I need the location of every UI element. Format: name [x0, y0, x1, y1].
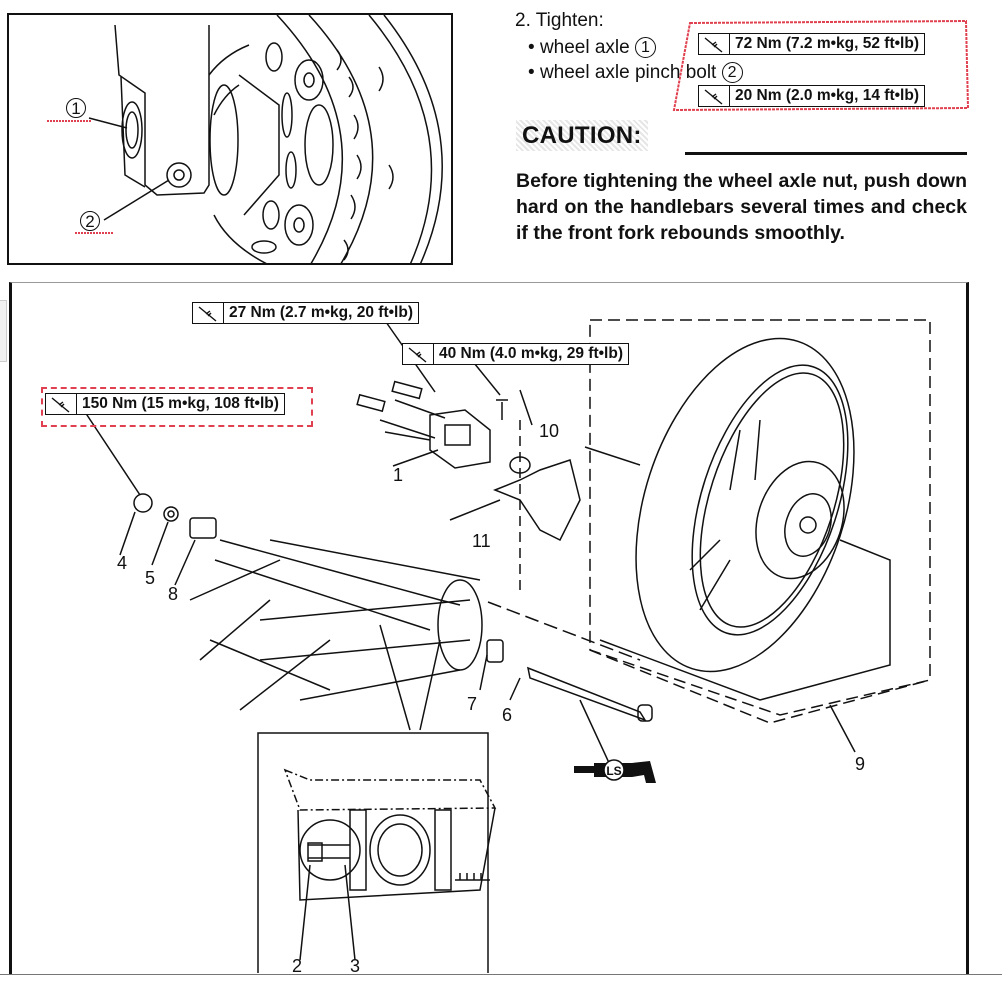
part-number-9: 9	[855, 754, 866, 774]
torque-spec-bracket-bolt: 40 Nm (4.0 m•kg, 29 ft•lb)	[402, 343, 629, 365]
item-label: wheel axle pinch bolt	[539, 62, 717, 83]
torque-spec-axle-nut: 150 Nm (15 m•kg, 108 ft•lb)	[45, 393, 285, 415]
detail-number-2: 2	[292, 956, 303, 976]
part-number-5: 5	[145, 568, 156, 588]
torque-wrench-icon	[46, 394, 77, 414]
step-heading: 2. Tighten:	[515, 10, 604, 31]
grease-label: LS	[606, 764, 621, 778]
red-highlight-outline	[672, 19, 970, 112]
caution-heading: CAUTION:	[516, 120, 648, 151]
part-number-10: 10	[539, 421, 560, 441]
rear-wheel-exploded-view	[9, 282, 969, 974]
part-number-6: 6	[502, 705, 513, 725]
front-axle-drawing	[47, 15, 443, 263]
caution-rule	[685, 152, 967, 155]
torque-value: 150 Nm (15 m•kg, 108 ft•lb)	[82, 395, 279, 412]
page-edge-tab	[0, 300, 7, 362]
torque-spec-wheel-axle: 72 Nm (7.2 m•kg, 52 ft•lb)	[698, 33, 925, 55]
part-number-11: 11	[472, 531, 491, 551]
lithium-soap-grease-icon: LS	[572, 755, 662, 790]
torque-spec-pinch-bolt: 20 Nm (2.0 m•kg, 14 ft•lb)	[698, 85, 925, 107]
list-item-wheel-axle: • wheel axle 1	[528, 37, 656, 59]
torque-value: 27 Nm (2.7 m•kg, 20 ft•lb)	[229, 304, 413, 321]
front-axle-figure: 1 2	[7, 13, 453, 265]
bullet: •	[528, 37, 535, 58]
bullet: •	[528, 62, 535, 83]
red-highlight-outline	[41, 387, 313, 427]
list-item-pinch-bolt: • wheel axle pinch bolt 2	[528, 62, 743, 84]
item-label: wheel axle	[539, 37, 630, 58]
callout-1: 1	[66, 98, 86, 118]
torque-wrench-icon	[193, 303, 224, 323]
caution-text: Before tightening the wheel axle nut, pu…	[516, 170, 967, 244]
torque-value: 20 Nm (2.0 m•kg, 14 ft•lb)	[735, 87, 919, 104]
part-number-4: 4	[117, 553, 128, 573]
callout-1: 1	[635, 37, 656, 59]
torque-wrench-icon	[403, 344, 434, 364]
part-number-1: 1	[393, 465, 404, 485]
part-number-7: 7	[467, 694, 478, 714]
torque-wrench-icon	[699, 34, 730, 54]
part-number-8: 8	[168, 584, 179, 604]
detail-number-3: 3	[350, 956, 361, 976]
page-bottom-rule	[0, 974, 1002, 975]
torque-value: 40 Nm (4.0 m•kg, 29 ft•lb)	[439, 345, 623, 362]
callout-2: 2	[80, 211, 100, 231]
torque-value: 72 Nm (7.2 m•kg, 52 ft•lb)	[735, 35, 919, 52]
caution-label: CAUTION:	[516, 120, 648, 151]
callout-2: 2	[721, 62, 743, 84]
torque-spec-caliper-bolt: 27 Nm (2.7 m•kg, 20 ft•lb)	[192, 302, 419, 324]
torque-wrench-icon	[699, 86, 730, 106]
